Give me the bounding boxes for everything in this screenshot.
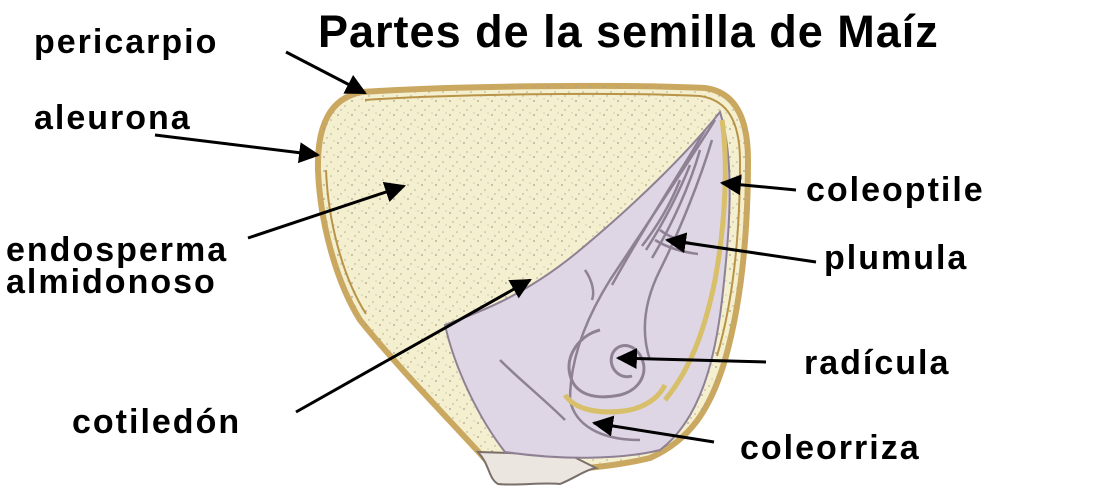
- label-plumula: plumula: [824, 240, 968, 276]
- label-almidonoso: almidonoso: [6, 264, 217, 300]
- label-cotiledon: cotiledón: [72, 404, 241, 440]
- label-coleoptile: coleoptile: [806, 172, 985, 208]
- pericarpio-arrow: [286, 52, 365, 93]
- label-radicula: radícula: [804, 345, 950, 381]
- label-coleorriza: coleorriza: [740, 430, 921, 466]
- label-aleurona: aleurona: [34, 100, 192, 136]
- aleurona-arrow: [155, 135, 318, 155]
- diagram-title: Partes de la semilla de Maíz: [318, 6, 939, 58]
- label-pericarpio: pericarpio: [34, 24, 218, 60]
